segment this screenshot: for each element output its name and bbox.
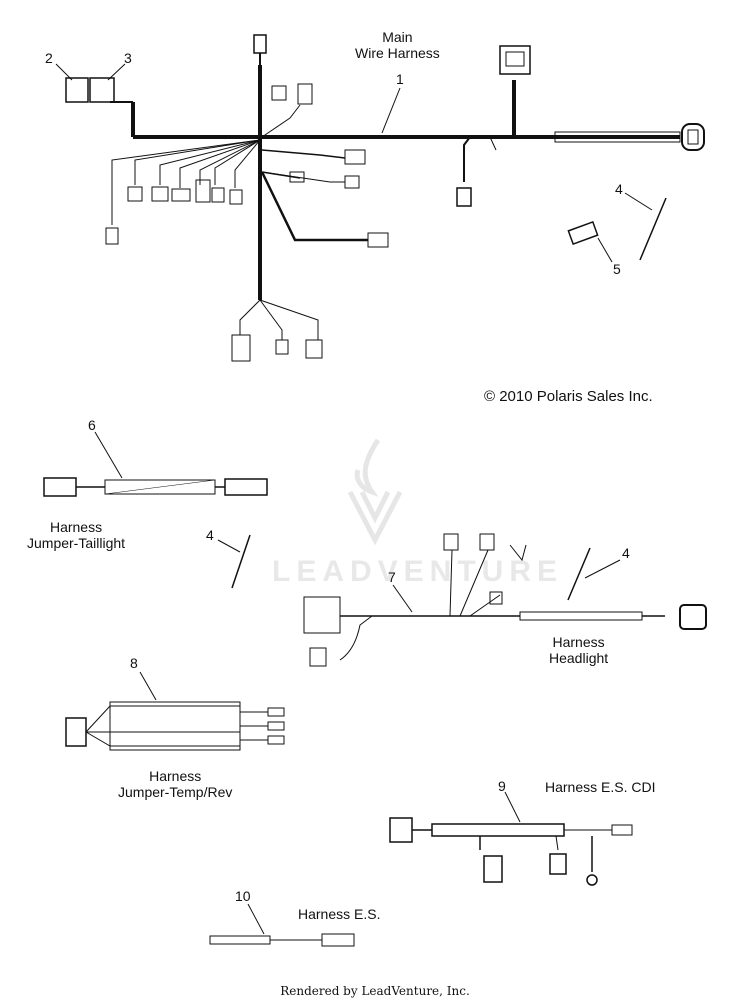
callout-9: 9 [498,778,506,794]
taillight-harness-label: Harness Jumper-Taillight [27,519,126,551]
callout-10: 10 [235,888,251,904]
callout-2: 2 [45,50,53,66]
callout-8: 8 [130,655,138,671]
callout-1: 1 [396,71,404,87]
temp-rev-jumper-harness [65,671,285,751]
callout-7: 7 [388,569,396,585]
callout-4-headlight: 4 [622,545,630,561]
watermark: LEADVENTURE [272,555,564,588]
es-harness-label: Harness E.S. [298,906,381,922]
copyright-text: © 2010 Polaris Sales Inc. [484,388,653,405]
es-cdi-harness [389,791,633,886]
callout-3: 3 [124,50,132,66]
watermark-logo [347,438,403,546]
taillight-jumper-harness [43,431,268,589]
temp-rev-harness-label: Harness Jumper-Temp/Rev [118,768,233,800]
headlight-harness-label: Harness Headlight [549,634,609,666]
es-cdi-harness-label: Harness E.S. CDI [545,779,656,795]
callout-6: 6 [88,417,96,433]
main-harness-label: Main Wire Harness [355,29,440,61]
footer-credit: Rendered by LeadVenture, Inc. [280,984,470,998]
main-wire-harness [55,34,705,362]
callout-4-main: 4 [615,181,623,197]
headlight-harness [303,533,707,667]
es-harness [209,903,355,947]
callout-4-taillight: 4 [206,527,214,543]
callout-5: 5 [613,261,621,277]
